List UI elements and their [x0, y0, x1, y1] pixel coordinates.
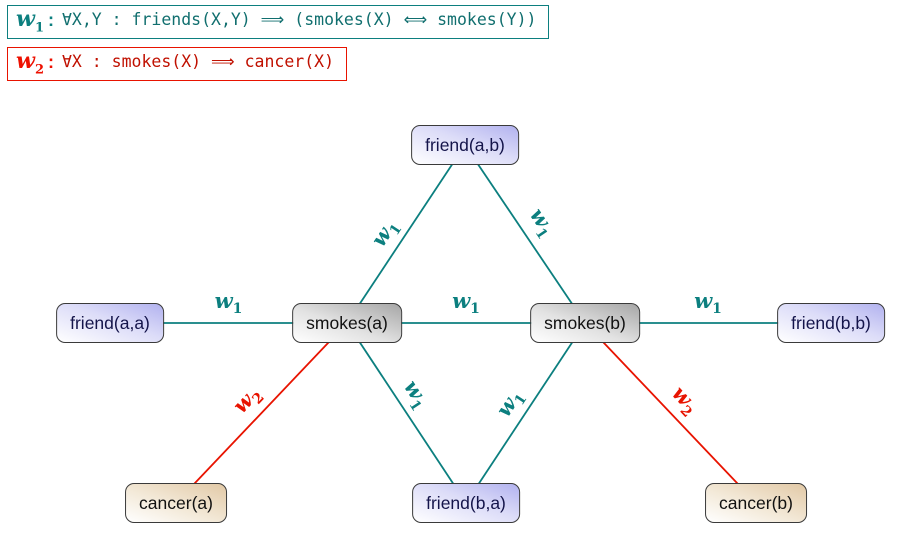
formula-w1-colon: : [48, 10, 54, 30]
node-label: smokes(b) [544, 312, 626, 333]
node-friend_ba: friend(b,a) [412, 483, 520, 523]
formula-w1-box: w1: ∀X,Y : friends(X,Y) ⟹ (smokes(X) ⟺ sm… [7, 5, 550, 40]
formula-w1-body: ∀X,Y : friends(X,Y) ⟹ (smokes(X) ⟺ smoke… [62, 10, 537, 29]
node-label: friend(a,b) [425, 134, 505, 155]
edge-label-w1: w1 [524, 203, 556, 243]
node-label: friend(a,a) [70, 312, 150, 333]
edge-label-w2: w2 [227, 387, 269, 418]
node-cancer_b: cancer(b) [705, 483, 807, 523]
edge-smokes_a-friend_ba [346, 322, 467, 504]
formula-w2-weight-symbol: w2 [16, 48, 44, 78]
edge-label-w1: w1 [398, 374, 430, 414]
edge-label-w1: w1 [491, 390, 531, 421]
node-smokes_a: smokes(a) [292, 303, 402, 343]
node-label: friend(b,a) [426, 492, 506, 513]
formula-w1-weight-symbol: w1 [16, 6, 44, 36]
edge-smokes_a-cancer_a [175, 322, 348, 504]
formula-w2-weight-subscript: 2 [34, 62, 44, 78]
edge-label-w1: w1 [452, 287, 480, 318]
edge-label-w1: w1 [214, 287, 243, 318]
edge-friend_ba-smokes_b [465, 322, 586, 504]
formula-w2-colon: : [48, 52, 54, 72]
node-friend_ab: friend(a,b) [411, 125, 519, 165]
node-friend_aa: friend(a,a) [56, 303, 164, 343]
formula-w2-box: w2: ∀X : smokes(X) ⟹ cancer(X) [7, 47, 348, 82]
node-friend_bb: friend(b,b) [777, 303, 885, 343]
node-cancer_a: cancer(a) [125, 483, 227, 523]
edge-smokes_b-cancer_b [584, 322, 757, 504]
node-smokes_b: smokes(b) [530, 303, 640, 343]
node-label: friend(b,b) [791, 312, 871, 333]
formula-w2-body: ∀X : smokes(X) ⟹ cancer(X) [62, 52, 335, 71]
edge-label-w1: w1 [365, 220, 406, 251]
node-label: cancer(a) [139, 492, 213, 513]
formula-w1-weight-subscript: 1 [34, 20, 44, 36]
edge-label-w2: w2 [666, 380, 698, 421]
node-label: cancer(b) [719, 492, 793, 513]
edge-smokes_a-friend_ab [346, 144, 466, 324]
node-label: smokes(a) [306, 312, 388, 333]
edge-label-w1: w1 [694, 287, 722, 318]
edge-friend_ab-smokes_b [464, 144, 586, 324]
